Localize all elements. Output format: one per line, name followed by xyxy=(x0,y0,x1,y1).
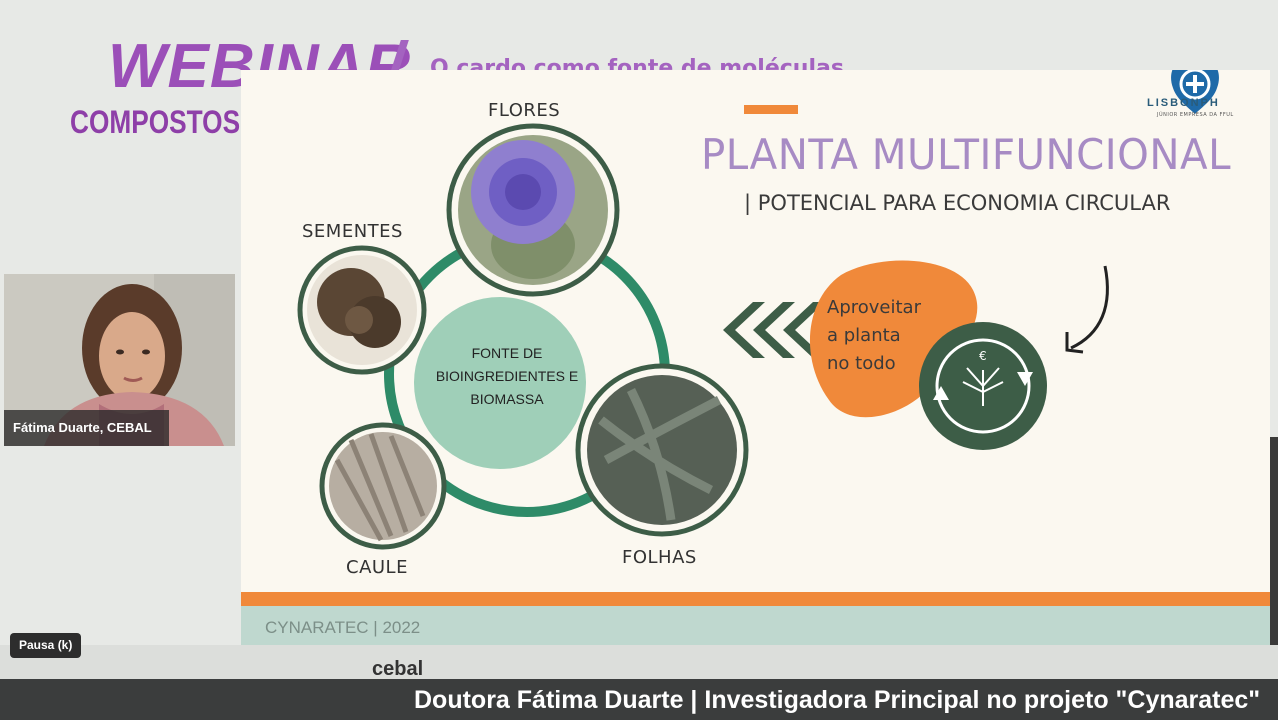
label-sementes: SEMENTES xyxy=(302,221,403,242)
presentation-slide: PLANTA MULTIFUNCIONAL | POTENCIAL PARA E… xyxy=(241,70,1270,645)
cebal-logo: cebal xyxy=(372,658,424,680)
circular-economy-icon: € xyxy=(919,322,1047,450)
lower-third-caption: Doutora Fátima Duarte | Investigadora Pr… xyxy=(414,686,1261,714)
slide-title: PLANTA MULTIFUNCIONAL xyxy=(701,130,1232,179)
slide-footer xyxy=(241,606,1270,645)
blob-line: a planta xyxy=(827,325,901,346)
seeds-image xyxy=(297,245,427,375)
pause-button[interactable]: Pausa (k) xyxy=(10,633,82,658)
lisbonph-logo-text: LISBONPH xyxy=(1147,97,1220,109)
stem-image xyxy=(319,422,447,550)
flower-image xyxy=(446,123,620,297)
label-caule: CAULE xyxy=(346,557,408,578)
plant-cycle-diagram: € xyxy=(297,123,1109,550)
accent-dash xyxy=(744,105,798,114)
side-video-strip xyxy=(1270,437,1278,645)
slide-credit: CYNARATEC | 2022 xyxy=(265,618,421,637)
label-folhas: FOLHAS xyxy=(622,547,697,568)
lisbonph-tagline: JÚNIOR EMPRESA DA FFUL xyxy=(1157,112,1234,118)
lisbonph-logo-icon xyxy=(1171,70,1219,114)
center-line: BIOINGREDIENTES E xyxy=(435,368,579,384)
curved-arrow-icon xyxy=(1065,265,1109,354)
slide-orange-bar xyxy=(241,592,1270,606)
slide-subtitle: | POTENCIAL PARA ECONOMIA CIRCULAR xyxy=(744,191,1171,215)
blob-line: no todo xyxy=(827,353,896,374)
chevron-arrows-icon xyxy=(723,302,825,358)
svg-text:€: € xyxy=(979,349,987,363)
speaker-name-label: Fátima Duarte, CEBAL xyxy=(4,410,169,446)
center-line: BIOMASSA xyxy=(470,391,544,407)
center-caption: FONTE DE BIOINGREDIENTES E BIOMASSA xyxy=(427,342,587,411)
lower-third-bar xyxy=(0,679,1278,720)
webinar-subtitle: COMPOSTOS I xyxy=(70,104,255,140)
center-circle xyxy=(414,297,586,469)
center-line: FONTE DE xyxy=(471,345,543,361)
blob-caption: Aproveitar a planta no todo xyxy=(827,294,967,378)
leaves-image xyxy=(575,363,749,537)
sponsor-footer xyxy=(0,645,1278,680)
blob-line: Aproveitar xyxy=(827,297,921,318)
label-flores: FLORES xyxy=(488,100,561,121)
